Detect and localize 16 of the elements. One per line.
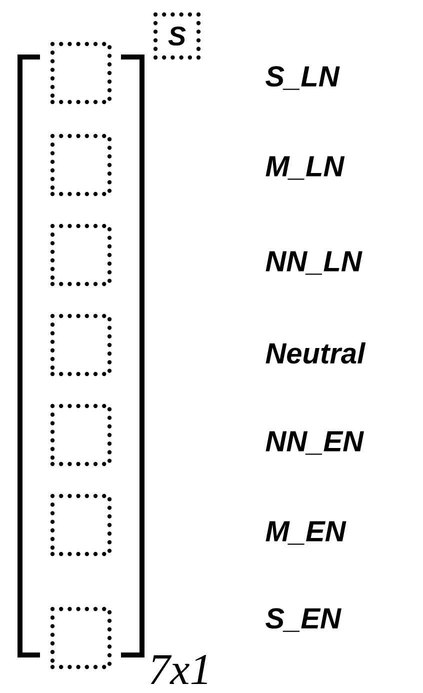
row-label: Neutral — [266, 342, 366, 364]
row-label: S_EN — [266, 608, 342, 632]
row-label: NN_EN — [266, 431, 364, 455]
dotted-square — [50, 42, 112, 104]
symbol-box: S — [153, 12, 201, 60]
dotted-square — [50, 494, 112, 556]
dotted-square — [50, 134, 112, 196]
dotted-square — [50, 606, 112, 670]
row-label: M_EN — [266, 521, 346, 545]
dimension-label: 7x1 — [150, 654, 207, 684]
dotted-square — [50, 224, 112, 286]
row-label: NN_LN — [266, 251, 362, 275]
dotted-square — [50, 314, 112, 376]
row-label: S_LN — [266, 66, 340, 90]
dotted-square — [50, 404, 112, 466]
row-label: M_LN — [266, 156, 345, 180]
